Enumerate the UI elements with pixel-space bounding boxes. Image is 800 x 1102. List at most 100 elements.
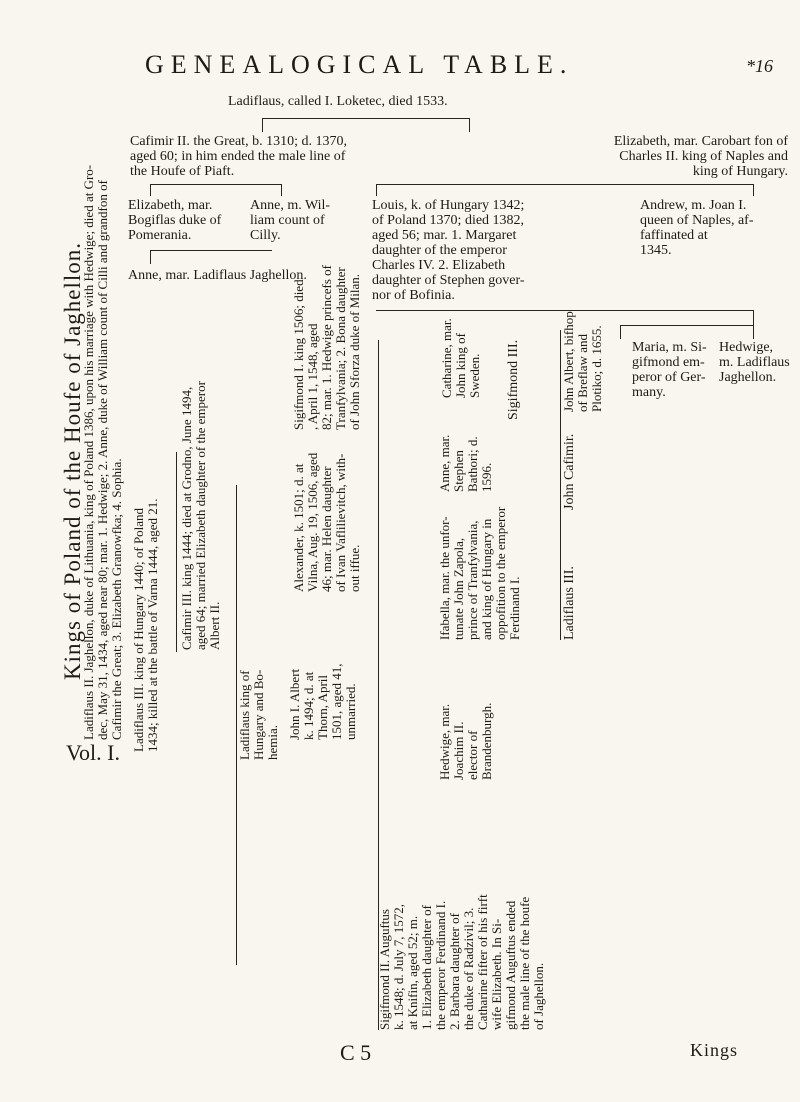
- bracket-tick: [281, 184, 282, 196]
- text-line: dec, May 31, 1434, aged near 80; mar. 1.…: [95, 180, 110, 740]
- text-line: many.: [632, 385, 666, 400]
- bracket-anne: [150, 250, 272, 251]
- bracket-tick: [753, 310, 754, 326]
- text-line: Alexander, k. 1501; d. at: [291, 463, 306, 592]
- ladiflaus-king-hungary: Ladiflaus king of Hungary and Bo- hemia.: [237, 669, 280, 760]
- sigifmond-ii-augustus: Sigifmond II. Auguftus k. 1548; d. July …: [377, 894, 546, 1030]
- text-line: 1345.: [640, 243, 672, 258]
- bracket-louis-children: [376, 310, 754, 311]
- bracket-tick: [753, 184, 754, 196]
- text-line: Ladiflaus king of: [237, 670, 252, 760]
- text-line: aged 64; married Elizabeth daughter of t…: [193, 381, 208, 650]
- text-line: the emperor Ferdinand I.: [433, 900, 448, 1030]
- text-line: Ladiflaus III. king of Hungary 1440; of …: [131, 507, 146, 752]
- bracket-tick: [150, 184, 151, 196]
- text-line: Hedwige, mar.: [437, 703, 452, 780]
- text-line: Hungary and Bo-: [251, 669, 266, 760]
- sigifmond-i: Sigifmond I. king 1506; died , April 1, …: [291, 265, 362, 430]
- text-line: Maria, m. Si-: [632, 340, 707, 355]
- text-line: m. Ladiflaus: [719, 355, 790, 370]
- ladiflaus-iii: Ladiflaus III. king of Hungary 1440; of …: [131, 498, 160, 752]
- text-line: Louis, k. of Hungary 1342;: [372, 198, 525, 213]
- text-line: liam count of: [250, 213, 325, 228]
- text-line: Andrew, m. Joan I.: [640, 198, 747, 213]
- text-line: queen of Naples, af-: [640, 213, 754, 228]
- casimir-the-great: Cafimir II. the Great, b. 1310; d. 1370,…: [130, 134, 480, 179]
- text-line: Catharine fifter of his firft: [475, 894, 490, 1030]
- text-line: nor of Bofinia.: [372, 288, 455, 303]
- text-line: of Ivan Vaflilievitch, with-: [333, 453, 348, 592]
- text-line: Bogiflas duke of: [128, 213, 222, 228]
- text-line: tunate John Zapola,: [451, 537, 466, 640]
- text-line: out iffue.: [347, 544, 362, 592]
- text-line: Elizabeth, mar.: [128, 198, 213, 213]
- text-line: of John Sforza duke of Milan.: [347, 274, 362, 430]
- text-line: faffinated at: [640, 228, 708, 243]
- bracket-gen2-right: [376, 184, 754, 185]
- text-line: k. 1548; d. July 7, 1572,: [391, 903, 406, 1030]
- catharine-sweden: Catharine, mar. John king of Sweden.: [439, 318, 482, 398]
- text-line: Bathori; d.: [465, 436, 480, 492]
- page-header: GENEALOGICAL TABLE. *16: [0, 50, 800, 90]
- bracket-sigifmond3-children: [560, 330, 561, 640]
- root-ancestor: Ladiflaus, called I. Loketec, died 1533.: [228, 94, 448, 109]
- elizabeth-carobart: Elizabeth, mar. Carobart fon of Charles …: [468, 134, 788, 179]
- catchword: Kings: [690, 1040, 739, 1060]
- bracket-tick: [150, 250, 151, 264]
- volume-label: Vol. I.: [66, 740, 120, 765]
- ladiflaus-iii-son: Ladiflaus III.: [562, 566, 577, 640]
- anne-william-cilly: Anne, m. Wil- liam count of Cilly.: [250, 198, 330, 243]
- text-line: Sigifmond I. king 1506; died: [291, 279, 306, 430]
- text-line: Thorn, April: [315, 675, 330, 740]
- text-line: Charles II. king of Naples and: [619, 149, 788, 164]
- text-line: Tranfylvania; 2. Bona daughter: [333, 267, 348, 430]
- bracket-tick: [469, 118, 470, 132]
- signature-mark: C 5: [340, 1040, 372, 1065]
- text-line: Hedwige,: [719, 340, 774, 355]
- text-line: 1434; killed at the battle of Varna 1444…: [145, 498, 160, 752]
- text-line: wife Elizabeth. In Si-: [489, 918, 504, 1030]
- text-line: hemia.: [265, 724, 280, 760]
- hedwige-joachim: Hedwige, mar. Joachim II. elector of Bra…: [437, 703, 494, 780]
- text-line: 1. Elizabeth daughter of: [419, 905, 434, 1030]
- text-line: 1501, aged 41,: [329, 663, 344, 740]
- text-line: John Albert, bifhop: [561, 311, 576, 412]
- isabella-zapola: Ifabella, mar. the unfor- tunate John Za…: [437, 506, 522, 640]
- elizabeth-bogiflas: Elizabeth, mar. Bogiflas duke of Pomeran…: [128, 198, 221, 243]
- text-line: Albert II.: [207, 601, 222, 650]
- text-line: Pomerania.: [128, 228, 192, 243]
- john-albert-bishop: John Albert, bifhop of Breflaw and Ploti…: [561, 311, 604, 412]
- text-line: Elizabeth, mar. Carobart fon of: [613, 134, 788, 149]
- bracket-tick: [753, 325, 754, 339]
- text-line: Ferdinand I.: [507, 576, 522, 640]
- text-line: Anne, m. Wil-: [250, 198, 331, 213]
- bracket-casimir3-children: [236, 485, 237, 965]
- text-line: Anne, mar.: [437, 434, 452, 492]
- text-line: Stephen: [451, 450, 466, 492]
- text-line: k. 1494; d. at: [301, 671, 316, 740]
- text-line: Joachim II.: [451, 721, 466, 780]
- bracket-maria-hedwige: [620, 325, 754, 326]
- bracket-tick: [620, 325, 621, 339]
- text-line: peror of Ger-: [632, 370, 706, 385]
- text-line: gifmond em-: [632, 355, 705, 370]
- louis-king-of-hungary: Louis, k. of Hungary 1342; of Poland 137…: [372, 198, 572, 303]
- bracket-tick: [376, 184, 377, 196]
- sigifmond-iii: Sigifmond III.: [506, 339, 521, 420]
- text-line: the male line of the houfe: [517, 896, 532, 1030]
- text-line: Catharine, mar.: [439, 318, 454, 398]
- text-line: Sweden.: [467, 353, 482, 398]
- text-line: oppofition to the emperor: [493, 506, 508, 640]
- alexander: Alexander, k. 1501; d. at Vilna, Aug. 19…: [291, 453, 362, 592]
- hedwige-ladiflaus: Hedwige, m. Ladiflaus Jaghellon.: [719, 340, 790, 385]
- text-line: gifmond Auguftus ended: [503, 900, 518, 1030]
- text-line: 2. Barbara daughter of: [447, 913, 462, 1030]
- text-line: unmarried.: [343, 683, 358, 740]
- anne-bathori: Anne, mar. Stephen Bathori; d. 1596.: [437, 434, 494, 492]
- bracket-gen1: [262, 118, 470, 119]
- andrew-joan: Andrew, m. Joan I. queen of Naples, af- …: [640, 198, 754, 258]
- john-cafimir: John Cafimir.: [562, 433, 577, 510]
- text-line: the Houfe of Piaft.: [130, 164, 235, 179]
- text-line: prince of Tranfylvania,: [465, 520, 480, 640]
- anne-ladiflaus: Anne, mar. Ladiflaus Jaghellon.: [128, 268, 307, 283]
